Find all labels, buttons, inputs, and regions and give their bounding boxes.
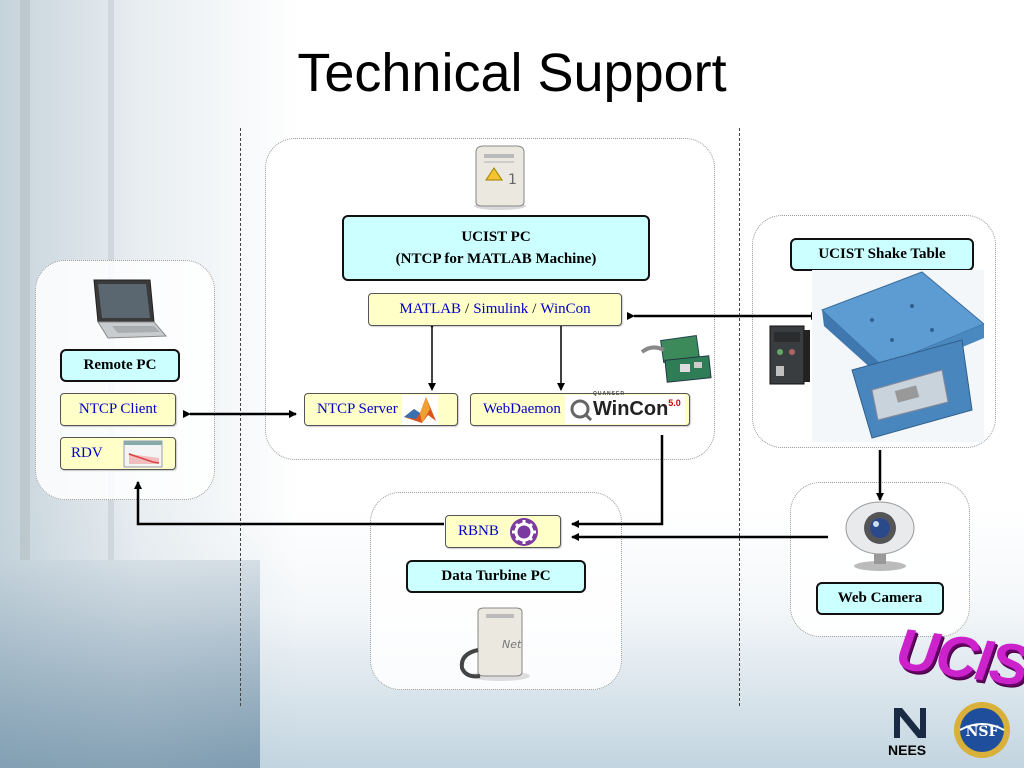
- amplifier-icon: [769, 325, 810, 385]
- wincon-link[interactable]: WinCon: [540, 301, 591, 317]
- rbnb-label: RBNB: [458, 523, 499, 539]
- laptop-icon: [93, 279, 168, 339]
- wincon-logo-text: WinCon: [592, 398, 669, 420]
- data-turbine-pc-icon: Net: [459, 607, 530, 681]
- slide-title: Technical Support: [297, 43, 727, 103]
- webdaemon-box[interactable]: WebDaemon WinCon QUANSER 5.0: [470, 391, 690, 426]
- remote-pc-label: Remote PC: [60, 349, 180, 382]
- arrow-rbnb-rdv: [134, 481, 444, 526]
- data-turbine-label: Data Turbine PC: [406, 560, 586, 593]
- wincon-icon: WinCon QUANSER 5.0: [564, 391, 685, 424]
- nees-logo-text: NEES: [888, 742, 927, 758]
- matlab-link[interactable]: MATLAB: [399, 301, 462, 317]
- background-post: [20, 0, 30, 560]
- separator-2: /: [532, 301, 537, 317]
- ntcp-server-label: NTCP Server: [317, 401, 398, 417]
- wincon-version: 5.0: [668, 398, 681, 408]
- ntcp-client-box[interactable]: NTCP Client: [60, 393, 176, 426]
- webdaemon-label: WebDaemon: [483, 401, 561, 417]
- rbnb-box[interactable]: RBNB: [445, 515, 561, 548]
- rdv-chart-icon: [122, 439, 163, 468]
- daq-board-icon: [640, 335, 712, 383]
- divider-right: [739, 128, 740, 706]
- ucist-pc-label: UCIST PC (NTCP for MATLAB Machine): [342, 215, 650, 281]
- nsf-logo: NSF: [954, 702, 1010, 758]
- separator-1: /: [465, 301, 470, 317]
- software-stack-box: MATLAB / Simulink / WinCon: [368, 293, 622, 326]
- background-floor: [0, 560, 260, 768]
- nees-logo-icon: [894, 708, 926, 738]
- ntcp-server-box[interactable]: NTCP Server: [304, 393, 458, 426]
- simulink-link[interactable]: Simulink: [473, 301, 529, 317]
- shake-table-image: [812, 270, 984, 442]
- rdv-label: RDV: [71, 445, 103, 461]
- svg-text:Net: Net: [502, 638, 522, 651]
- svg-text:1: 1: [508, 172, 517, 188]
- tower-pc-icon: 1: [474, 145, 526, 210]
- matlab-icon: [401, 394, 438, 425]
- wincon-brand-text: QUANSER: [592, 391, 625, 397]
- arrow-webdaemon-rbnb: [571, 435, 664, 528]
- web-camera-label: Web Camera: [816, 582, 944, 615]
- nsf-logo-text: NSF: [966, 724, 999, 740]
- wincon-q-icon: [570, 399, 592, 421]
- web-camera-icon: [845, 501, 915, 571]
- ucist-pc-subtitle: (NTCP for MATLAB Machine): [395, 251, 597, 267]
- ucist-pc-title: UCIST PC: [461, 229, 531, 245]
- rbnb-gear-icon: [509, 517, 538, 546]
- shake-table-label: UCIST Shake Table: [790, 238, 974, 271]
- rdv-box[interactable]: RDV: [60, 437, 176, 470]
